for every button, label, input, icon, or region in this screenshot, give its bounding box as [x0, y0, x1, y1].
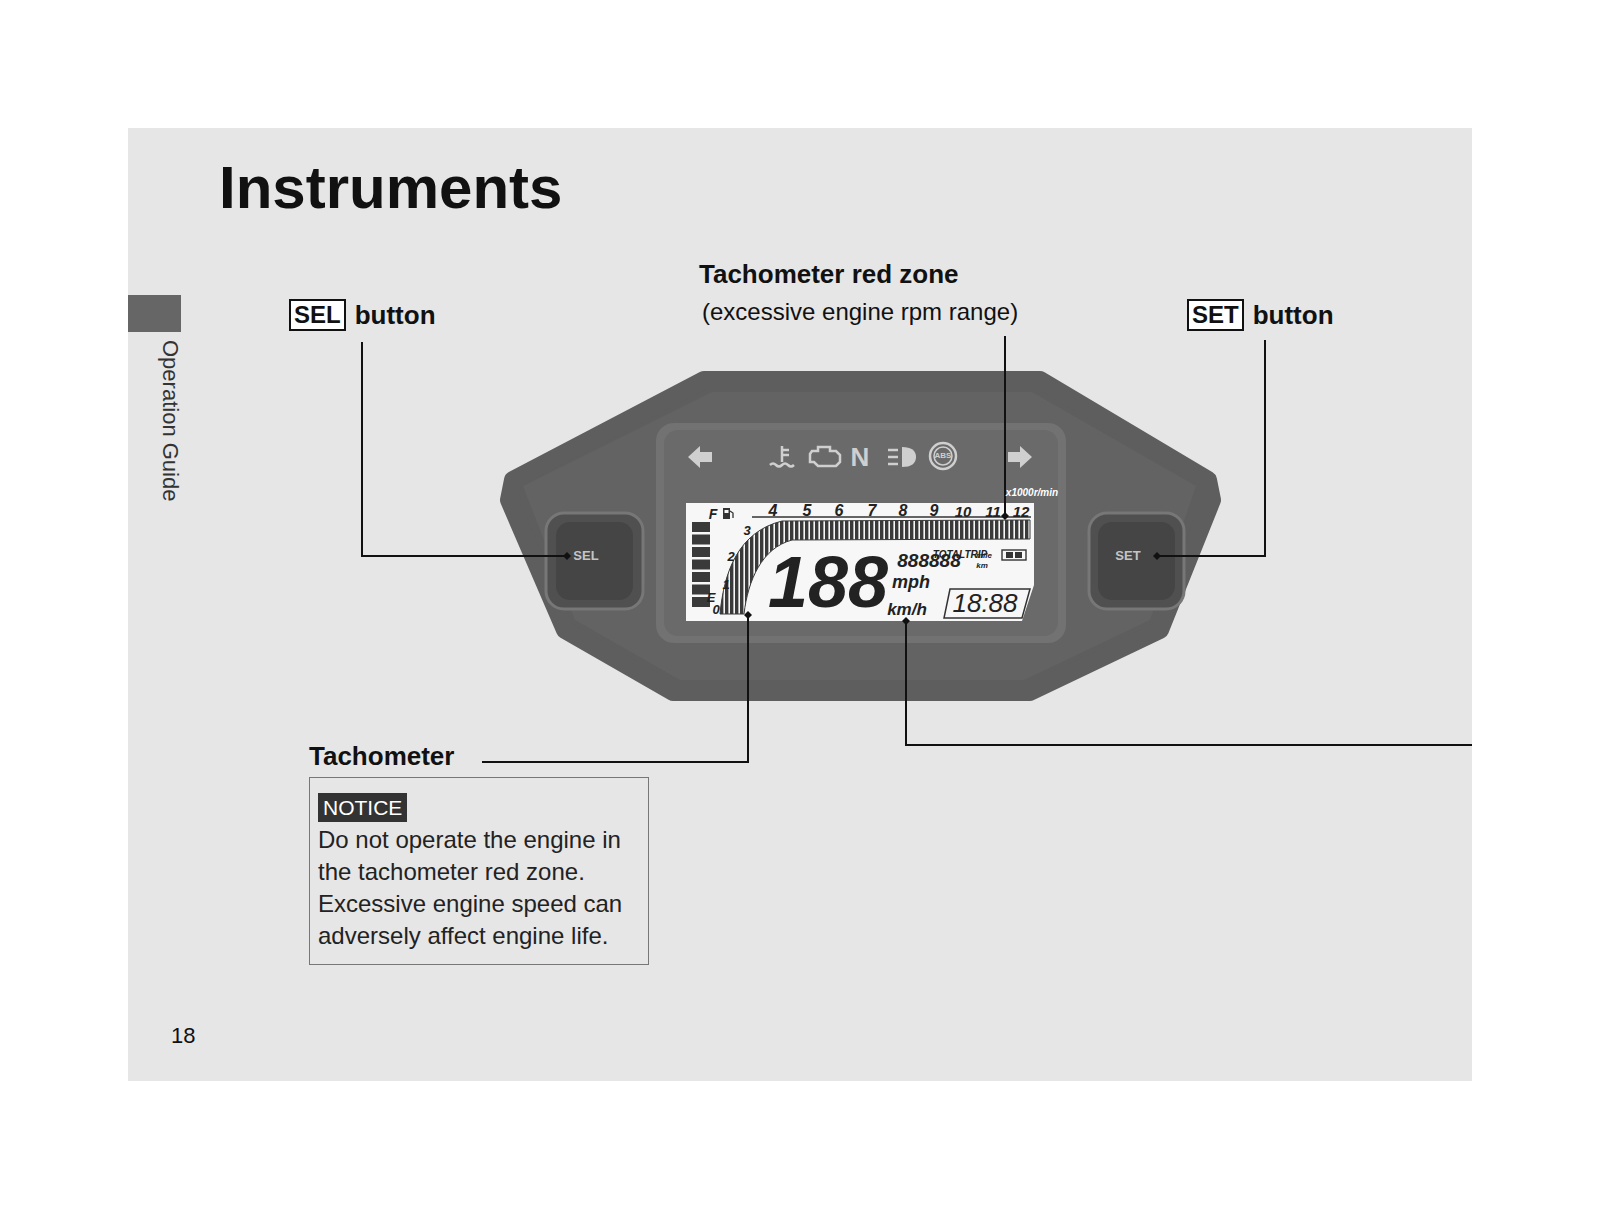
trip-ab-box [1002, 550, 1026, 560]
turn-left-indicator [688, 446, 712, 468]
leader-lines [362, 336, 1472, 762]
turn-right-indicator [1008, 446, 1032, 468]
display-readout: mph [892, 573, 930, 591]
clock-frame [944, 589, 1030, 618]
display-readout: 10 [955, 504, 972, 519]
display-readout: 6 [835, 503, 844, 519]
cluster-housing [509, 380, 1212, 692]
display-readout: km/h [887, 601, 927, 618]
button-key: SET [1187, 299, 1244, 331]
set-button-shape [1089, 513, 1184, 609]
housing-face [523, 392, 1196, 680]
display-readout: 888888 [897, 551, 960, 570]
engine-indicator [810, 447, 840, 466]
section-tab [128, 295, 181, 332]
fuel-bar [692, 535, 710, 545]
section-tab-label: Operation Guide [159, 340, 181, 501]
display-readout: SEL [573, 549, 598, 562]
notice-badge: NOTICE [318, 793, 407, 822]
display-readout: N [851, 444, 870, 470]
display-readout: 8 [899, 503, 908, 519]
display-readout: 11 [985, 504, 1001, 519]
callout-label: button [1253, 300, 1334, 330]
button-callout: SEL button [289, 299, 436, 331]
display-glass [664, 430, 1058, 636]
callout-label: button [355, 300, 436, 330]
fuel-bar [692, 560, 710, 570]
page-title: Instruments [219, 158, 562, 218]
button-callout: SET button [1187, 299, 1334, 331]
display-readout: 9 [930, 503, 939, 519]
page-number: 18 [171, 1025, 195, 1047]
display-readout: SET [1115, 549, 1140, 562]
sel-button-face [556, 522, 633, 600]
callout-label: Tachometer [309, 743, 454, 769]
display-readout: km [976, 562, 988, 570]
display-readout: 5 [803, 503, 812, 519]
display-readout: 188 [768, 546, 888, 618]
sel-button-shape [546, 513, 643, 609]
display-readout: F [709, 507, 718, 521]
headlight-indicator [888, 447, 916, 467]
abs-indicator [930, 443, 956, 469]
display-readout: 18:88 [952, 590, 1017, 616]
callout-label: Tachometer red zone [699, 261, 959, 287]
display-readout: 4 [769, 503, 778, 519]
coolant-indicator [770, 446, 794, 467]
fuel-bar [692, 572, 710, 582]
fuel-icon [723, 508, 733, 519]
notice-box: NOTICEDo not operate the engine in the t… [309, 777, 649, 965]
leader-dots [563, 512, 1161, 625]
button-key: SEL [289, 299, 346, 331]
callout-note: (excessive engine rpm range) [702, 300, 1018, 324]
display-readout: ABS [935, 452, 952, 460]
display-readout: 7 [868, 503, 877, 519]
set-button-face [1098, 522, 1175, 600]
display-readout: x1000r/min [1006, 488, 1058, 498]
abs-indicator-ring [934, 447, 952, 465]
trip-ab-segment [1015, 552, 1022, 558]
fuel-bar [692, 522, 710, 532]
notice-body: Do not operate the engine in the tachome… [318, 824, 640, 952]
trip-ab-segment [1006, 552, 1013, 558]
display-readout: 2 [727, 550, 734, 563]
display-readout: mile [976, 552, 992, 560]
page-panel [128, 128, 1472, 1081]
fuel-bar [692, 547, 710, 557]
display-readout: 3 [743, 524, 750, 537]
display-readout: 0 [712, 603, 719, 616]
display-readout: 1 [722, 578, 729, 591]
display-readout: 12 [1013, 504, 1030, 519]
lcd-panel [686, 503, 1034, 621]
